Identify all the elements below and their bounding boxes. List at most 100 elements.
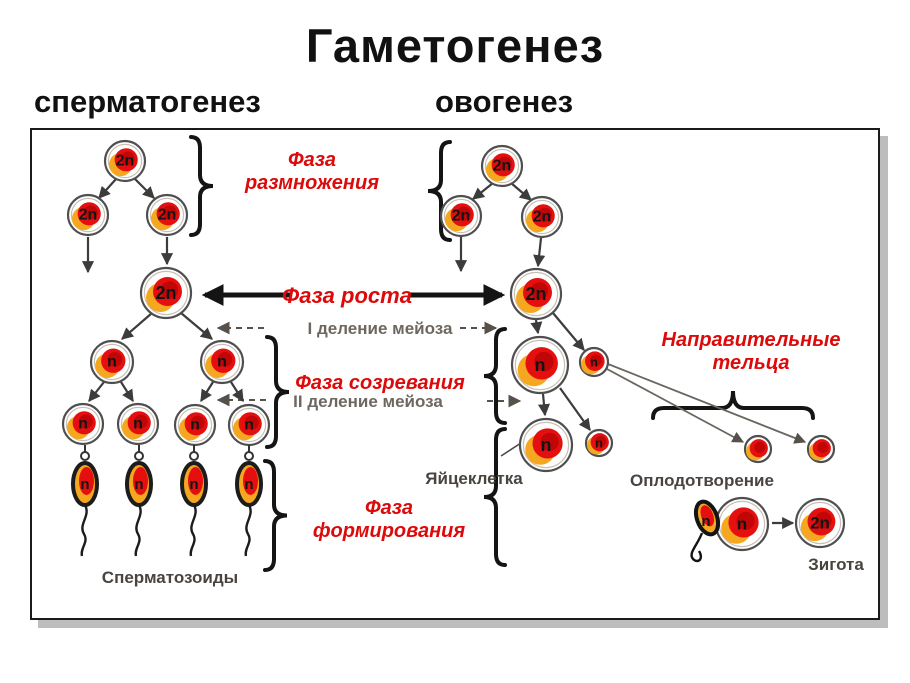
- nucleus-core: [160, 281, 179, 299]
- division-arrow: [88, 381, 105, 402]
- cell-ploidy-label: 2n: [493, 158, 512, 175]
- brace: [189, 135, 214, 237]
- cell-ploidy-label: n: [590, 355, 598, 370]
- sperm-neck: [80, 451, 90, 461]
- phase-growth-label: Фаза роста: [282, 283, 412, 308]
- nucleus-core: [456, 206, 471, 221]
- nucleus-core: [736, 511, 755, 530]
- nucleus-core: [107, 352, 123, 367]
- division-arrow: [559, 387, 591, 431]
- zygote-label: Зигота: [808, 555, 864, 574]
- cell-ploidy-label: 2n: [155, 283, 176, 303]
- fertilizing-sperm-tail: [690, 532, 704, 563]
- nucleus-core: [815, 511, 832, 529]
- polar-body-line: [606, 368, 745, 443]
- cell-ploidy-label: n: [535, 355, 546, 375]
- brace: [265, 335, 290, 449]
- nucleus-core: [497, 156, 512, 171]
- fertilization-label: Оплодотворение: [630, 471, 774, 490]
- nucleus-core: [217, 352, 233, 367]
- cell-ploidy-label: 2n: [158, 207, 177, 224]
- phase-reproduction-label: размножения: [244, 172, 379, 194]
- egg-pointer-line: [500, 442, 522, 457]
- nucleus-core: [190, 415, 205, 430]
- division-arrow: [98, 178, 117, 199]
- cell-ploidy-label: 2n: [525, 284, 546, 304]
- cell-inner-ring: [177, 407, 213, 443]
- division-arrow: [537, 393, 550, 417]
- nucleus-core: [817, 441, 829, 453]
- cell-inner-ring: [514, 339, 566, 391]
- sperm-ploidy-label: n: [134, 476, 143, 493]
- cell-ploidy-label: n: [107, 354, 117, 371]
- division-arrow: [530, 319, 543, 335]
- cell-inner-ring: [513, 271, 559, 317]
- nucleus-core: [530, 282, 549, 300]
- nucleus-core: [540, 432, 559, 451]
- cell-ploidy-label: n: [190, 417, 200, 434]
- cell-inner-ring: [70, 197, 106, 233]
- phase-maturation-label: Фаза созревания: [295, 372, 465, 394]
- nucleus-core: [120, 151, 135, 166]
- cell-inner-ring: [524, 199, 560, 235]
- sperm-nucleus: [79, 467, 94, 495]
- nucleus-core: [537, 207, 552, 222]
- polar-body-line: [607, 363, 807, 444]
- meiosis-1-label: I деление мейоза: [308, 319, 453, 338]
- fertilizing-sperm-nucleus: [700, 505, 715, 527]
- division-arrow: [200, 381, 214, 403]
- cell-inner-ring: [120, 406, 156, 442]
- division-arrow: [134, 178, 155, 199]
- sperm-tail: [80, 504, 88, 557]
- nucleus-core: [754, 441, 766, 453]
- cell-ploidy-label: n: [244, 417, 254, 434]
- cell-inner-ring: [107, 143, 143, 179]
- division-arrow: [121, 312, 153, 340]
- sperm-nucleus: [133, 467, 148, 495]
- division-arrow: [120, 381, 134, 403]
- brace: [427, 140, 452, 242]
- cell-ploidy-label: n: [133, 416, 143, 433]
- cell-ploidy-label: n: [78, 416, 88, 433]
- cell-inner-ring: [93, 343, 131, 381]
- nucleus-core: [244, 415, 259, 430]
- nucleus-core: [534, 351, 554, 372]
- nucleus-core: [162, 205, 177, 220]
- sperm-neck: [244, 451, 254, 461]
- sperm-nucleus: [188, 467, 203, 495]
- sperm-neck: [134, 451, 144, 461]
- cell-ploidy-label: 2n: [79, 207, 98, 224]
- cell-inner-ring: [65, 406, 101, 442]
- polar-bodies-label: Направительные: [662, 329, 841, 351]
- cell-inner-ring: [798, 501, 842, 545]
- sperm-tail: [134, 504, 142, 557]
- division-arrow: [533, 237, 546, 268]
- phase-reproduction-label: Фаза: [288, 149, 336, 171]
- cell-ploidy-label: n: [595, 436, 603, 451]
- cell-ploidy-label: n: [217, 354, 227, 371]
- cell-inner-ring: [203, 343, 241, 381]
- brace: [263, 459, 288, 572]
- sperm-tail: [244, 504, 252, 557]
- egg-cell-label: Яйцеклетка: [425, 469, 523, 488]
- nucleus-core: [78, 414, 93, 429]
- sperm-neck: [189, 451, 199, 461]
- phase-formation-label: Фаза: [365, 497, 413, 519]
- brace: [651, 390, 815, 420]
- page-title: Гаметогенез: [305, 19, 605, 72]
- division-arrow: [230, 381, 244, 403]
- division-arrow: [472, 182, 494, 200]
- sperm-tail: [189, 504, 197, 557]
- division-arrow: [510, 182, 532, 201]
- nucleus-core: [590, 354, 602, 367]
- sperm-nucleus: [243, 467, 258, 495]
- nucleus-core: [83, 205, 98, 220]
- cell-ploidy-label: 2n: [810, 514, 830, 533]
- brace: [483, 327, 507, 425]
- division-arrow: [180, 312, 213, 340]
- sperm-ploidy-label: n: [80, 476, 89, 493]
- cell-inner-ring: [149, 197, 185, 233]
